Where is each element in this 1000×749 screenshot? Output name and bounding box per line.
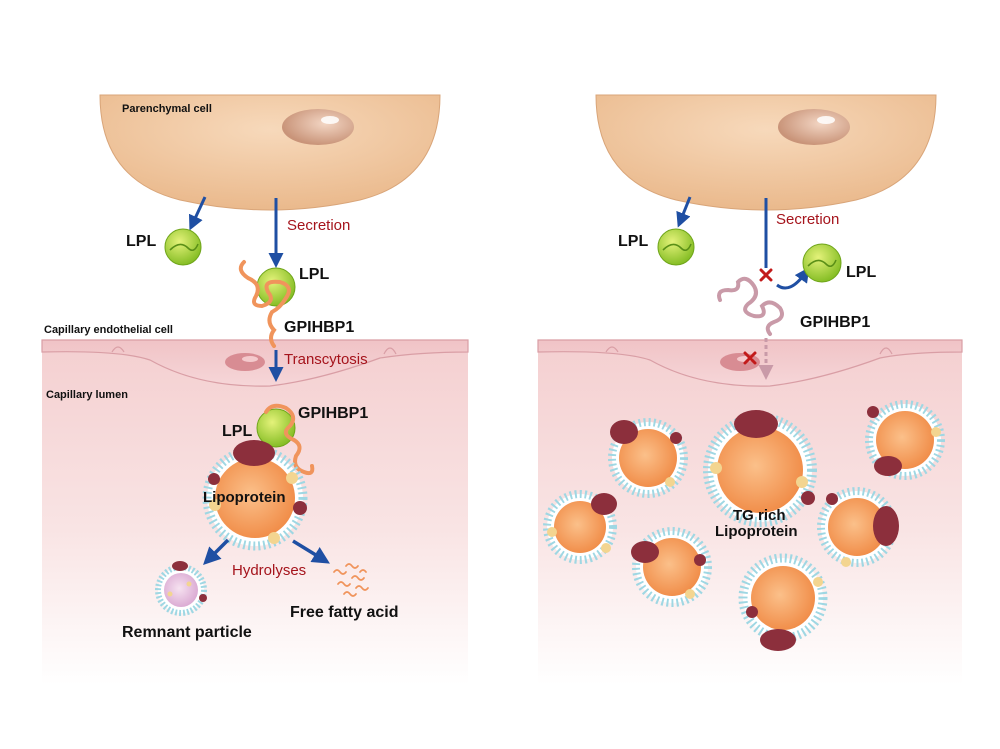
gpihbp1-lumen-label: GPIHBP1 <box>298 405 368 422</box>
left-panel: Parenchymal cell LPL Secretion LPL GPIHB… <box>41 94 469 685</box>
lpl-bound-label: LPL <box>299 266 329 283</box>
tg-rich-label-1: TG rich <box>733 507 786 524</box>
free-fatty-acid-icon <box>333 563 369 597</box>
lpl-free-molecule <box>164 228 202 266</box>
tg-rich-lipoprotein <box>865 400 945 480</box>
tg-rich-lipoprotein <box>543 490 617 564</box>
ffa-label: Free fatty acid <box>290 604 398 621</box>
secretion-label: Secretion <box>287 217 350 234</box>
hydrolyses-label: Hydrolyses <box>232 562 306 579</box>
lpl-lumen-molecule <box>256 408 296 448</box>
parenchymal-cell-label: Parenchymal cell <box>122 103 212 115</box>
parenchymal-cell-right <box>595 94 937 211</box>
parenchymal-nucleus <box>282 109 354 145</box>
lipoprotein-label: Lipoprotein <box>203 489 286 506</box>
remnant-particle <box>155 561 207 616</box>
x-mark-bottom <box>743 351 757 365</box>
tg-rich-lipoprotein <box>817 487 899 567</box>
gpihbp1-top-label: GPIHBP1 <box>284 319 354 336</box>
gpihbp1-chain-lumen <box>264 403 315 476</box>
gpihbp1-chain-top <box>238 260 291 348</box>
x-mark-top <box>759 268 773 282</box>
endothelial-label: Capillary endothelial cell <box>44 324 173 336</box>
secretion-label-right: Secretion <box>776 211 839 228</box>
lpl-free-label: LPL <box>126 233 156 250</box>
tg-rich-lipoprotein-center <box>703 410 817 527</box>
lpl-free-molecule-right <box>657 228 695 266</box>
parenchymal-nucleus-right <box>778 109 850 145</box>
lpl-lumen-label: LPL <box>222 423 252 440</box>
capillary-lumen-label: Capillary lumen <box>46 389 128 401</box>
tg-rich-label-2: Lipoprotein <box>715 523 798 540</box>
remnant-label: Remnant particle <box>122 624 252 641</box>
tg-rich-lipoprotein <box>738 553 828 651</box>
lpl-free-label-right: LPL <box>618 233 648 250</box>
lipoprotein-particle <box>202 440 308 551</box>
tg-rich-lipoprotein <box>608 418 688 498</box>
transcytosis-label: Transcytosis <box>284 351 368 368</box>
right-panel: LPL Secretion LPL GPIHBP1 TG rich Lipopr… <box>537 94 963 685</box>
lpl-detached-label: LPL <box>846 264 876 281</box>
lpl-detached-molecule <box>802 243 842 283</box>
tg-rich-lipoprotein <box>631 527 712 607</box>
endothelial-nucleus <box>225 353 265 371</box>
gpihbp1-label-right: GPIHBP1 <box>800 314 870 331</box>
gpihbp1-chain-right <box>717 276 784 336</box>
